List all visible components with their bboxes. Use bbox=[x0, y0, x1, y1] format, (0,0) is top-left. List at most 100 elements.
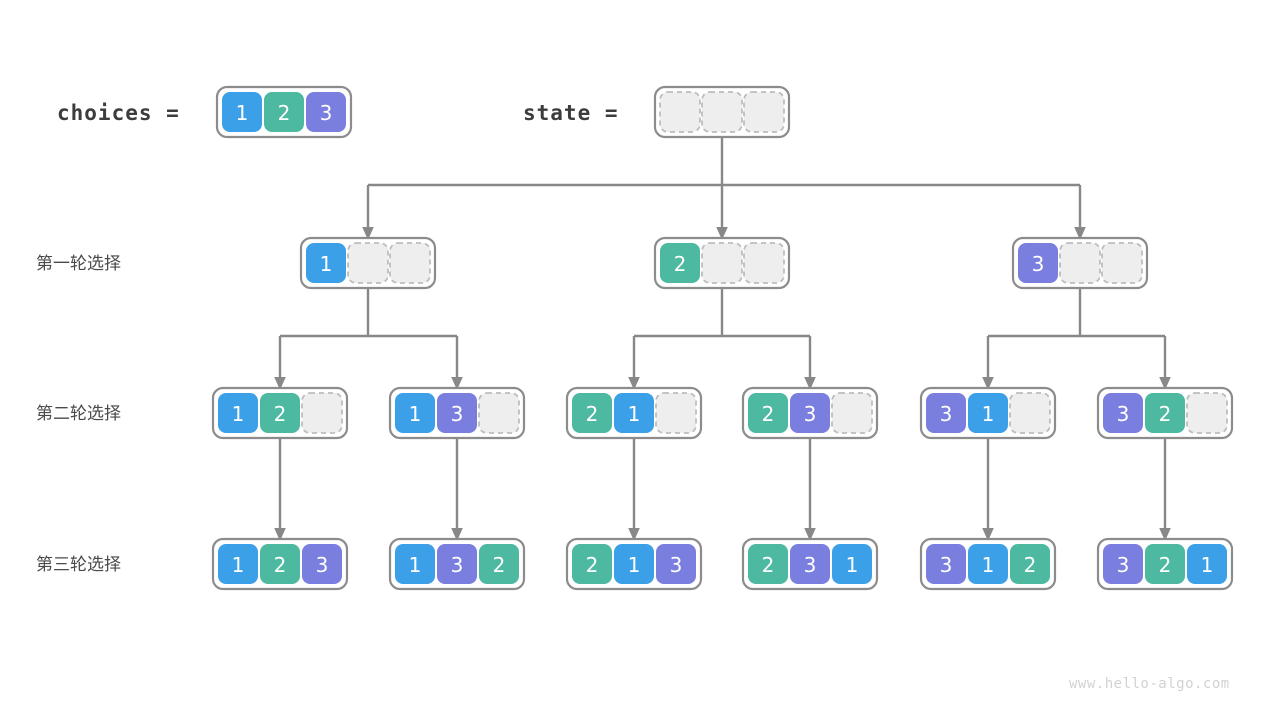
tree-node-r1-3[interactable]: 3 bbox=[1011, 236, 1149, 290]
r1n3-value-1: 3 bbox=[1032, 252, 1045, 276]
r2n5-cell-3[interactable] bbox=[1009, 392, 1051, 434]
arrow-root-to-n1 bbox=[362, 227, 374, 240]
r3n1-cell-1[interactable] bbox=[218, 544, 258, 584]
r3n1-value-3: 3 bbox=[316, 553, 329, 577]
r3n3-cell-1[interactable] bbox=[572, 544, 612, 584]
r3n1-value-2: 2 bbox=[274, 553, 287, 577]
r3n2-cell-3[interactable] bbox=[479, 544, 519, 584]
r2n6-cell-1[interactable] bbox=[1103, 393, 1143, 433]
r3n6-value-1: 3 bbox=[1117, 553, 1130, 577]
choices-cell-3[interactable] bbox=[306, 92, 346, 132]
r3n6-cell-3[interactable] bbox=[1187, 544, 1227, 584]
r3n2-cell-1[interactable] bbox=[395, 544, 435, 584]
r3n4-cell-2[interactable] bbox=[790, 544, 830, 584]
r1n3-cell-1[interactable] bbox=[1018, 243, 1058, 283]
r2n1-cell-3[interactable] bbox=[301, 392, 343, 434]
arrow-root-to-n2 bbox=[716, 227, 728, 240]
r3n5-cell-2[interactable] bbox=[968, 544, 1008, 584]
r2n2-value-2: 3 bbox=[451, 402, 464, 426]
edges-root-to-row1 bbox=[362, 136, 1086, 240]
r1n3-cell-3[interactable] bbox=[1101, 242, 1143, 284]
r2n1-cell-1[interactable] bbox=[218, 393, 258, 433]
row-label-round-3: 第三轮选择 bbox=[36, 555, 121, 575]
state-cell-2[interactable] bbox=[701, 91, 743, 133]
arrow-r2c5-to-r3c5 bbox=[982, 528, 994, 541]
r2n5-cell-2[interactable] bbox=[968, 393, 1008, 433]
r2n4-value-1: 2 bbox=[762, 402, 775, 426]
r3n1-cell-3[interactable] bbox=[302, 544, 342, 584]
r2n6-value-2: 2 bbox=[1159, 402, 1172, 426]
r2n6-cell-3[interactable] bbox=[1186, 392, 1228, 434]
r3n5-cell-3[interactable] bbox=[1010, 544, 1050, 584]
r2n3-value-2: 1 bbox=[628, 402, 641, 426]
state-cell-3[interactable] bbox=[743, 91, 785, 133]
r2n4-cell-3[interactable] bbox=[831, 392, 873, 434]
r1n3-cell-2[interactable] bbox=[1059, 242, 1101, 284]
r2n1-value-1: 1 bbox=[232, 402, 245, 426]
r2n3-value-1: 2 bbox=[586, 402, 599, 426]
state-array[interactable] bbox=[653, 85, 791, 139]
tree-node-r1-2[interactable]: 2 bbox=[653, 236, 791, 290]
r1n1-cell-1[interactable] bbox=[306, 243, 346, 283]
r3n2-value-1: 1 bbox=[409, 553, 422, 577]
choices-label: choices = bbox=[57, 101, 180, 125]
r3n2-value-2: 3 bbox=[451, 553, 464, 577]
arrow-r2c4-to-r3c4 bbox=[804, 528, 816, 541]
r2n4-cell-1[interactable] bbox=[748, 393, 788, 433]
edges-row2-to-row3 bbox=[274, 438, 1171, 541]
r2n2-cell-1[interactable] bbox=[395, 393, 435, 433]
r2n3-cell-1[interactable] bbox=[572, 393, 612, 433]
r3n4-value-3: 1 bbox=[846, 553, 859, 577]
r3n3-value-1: 2 bbox=[586, 553, 599, 577]
r3n6-value-3: 1 bbox=[1201, 553, 1214, 577]
r3n1-cell-2[interactable] bbox=[260, 544, 300, 584]
r3n5-value-2: 1 bbox=[982, 553, 995, 577]
r3n2-cell-2[interactable] bbox=[437, 544, 477, 584]
r1n2-cell-2[interactable] bbox=[701, 242, 743, 284]
r3n3-cell-2[interactable] bbox=[614, 544, 654, 584]
r2n6-cell-2[interactable] bbox=[1145, 393, 1185, 433]
r2n2-cell-3[interactable] bbox=[478, 392, 520, 434]
r2n5-cell-1[interactable] bbox=[926, 393, 966, 433]
r1n1-cell-2[interactable] bbox=[347, 242, 389, 284]
r1n2-cell-3[interactable] bbox=[743, 242, 785, 284]
state-cell-1[interactable] bbox=[659, 91, 701, 133]
choices-cell-2[interactable] bbox=[264, 92, 304, 132]
row-label-round-1: 第一轮选择 bbox=[36, 254, 121, 274]
choices-value-2: 2 bbox=[278, 101, 291, 125]
r3n6-cell-1[interactable] bbox=[1103, 544, 1143, 584]
r2n1-value-2: 2 bbox=[274, 402, 287, 426]
r2n1-cell-2[interactable] bbox=[260, 393, 300, 433]
r3n4-cell-1[interactable] bbox=[748, 544, 788, 584]
r3n4-cell-3[interactable] bbox=[832, 544, 872, 584]
arrow-n2-to-c2 bbox=[804, 377, 816, 390]
r3n6-cell-2[interactable] bbox=[1145, 544, 1185, 584]
arrow-n1-to-c2 bbox=[451, 377, 463, 390]
r2n3-cell-2[interactable] bbox=[614, 393, 654, 433]
r3n3-cell-3[interactable] bbox=[656, 544, 696, 584]
r3n5-value-1: 3 bbox=[940, 553, 953, 577]
choices-cell-1[interactable] bbox=[222, 92, 262, 132]
r2n3-cell-3[interactable] bbox=[655, 392, 697, 434]
r1n1-cell-3[interactable] bbox=[389, 242, 431, 284]
r2n2-cell-2[interactable] bbox=[437, 393, 477, 433]
r2n4-cell-2[interactable] bbox=[790, 393, 830, 433]
r3n5-cell-1[interactable] bbox=[926, 544, 966, 584]
r1n2-cell-1[interactable] bbox=[660, 243, 700, 283]
tree-node-r1-1[interactable]: 1 bbox=[299, 236, 437, 290]
